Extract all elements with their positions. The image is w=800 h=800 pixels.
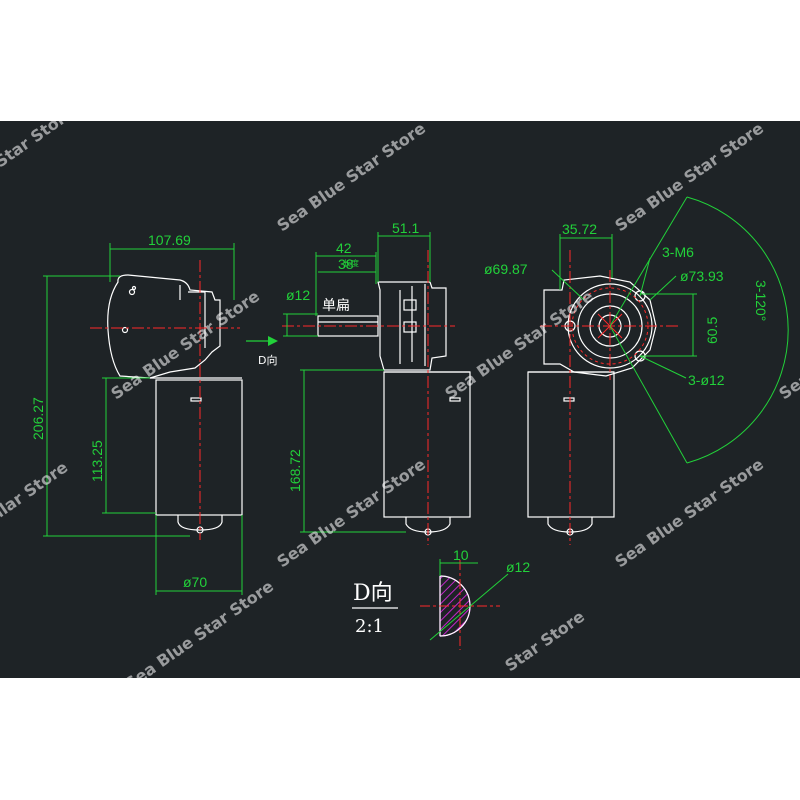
end-offset-label: 60.5 (704, 317, 720, 344)
side-gearbox (377, 281, 447, 371)
direction-arrow-head (268, 336, 278, 346)
drawing-background (0, 121, 800, 678)
front-motor-body (155, 379, 243, 516)
side-centerlines (282, 250, 455, 545)
end-angle-arc (609, 196, 789, 464)
direction-label: D向 (258, 353, 277, 367)
end-bolt-hole-1 (634, 290, 646, 302)
end-angle-label: 3-120° (753, 280, 769, 321)
front-dimension-labels: 107.69 206.27 113.25 ø70 (30, 232, 207, 590)
side-flat-label: 单扁 (322, 297, 350, 313)
end-dimension-labels: 35.72 ø69.87 3-M6 ø73.93 60.5 3-120° 3-ø… (484, 221, 769, 388)
leader-12 (639, 355, 687, 379)
detail-width-label: 10 (453, 547, 469, 563)
angle-ray-bottom (609, 325, 688, 464)
leader-6987 (551, 269, 585, 301)
technical-drawing: 107.69 206.27 113.25 ø70 (0, 121, 800, 678)
end-top-width-label: 35.72 (562, 221, 597, 237)
side-motor-label (449, 397, 461, 402)
detail-scale: 2:1 (355, 616, 384, 637)
side-width-51-label: 51.1 (392, 220, 419, 236)
end-bolt-label: 3-M6 (662, 244, 694, 260)
front-gearbox-outline (107, 274, 221, 379)
front-gearbox-inner (179, 285, 206, 348)
side-tab-1 (403, 299, 417, 311)
side-height-label: 168.72 (287, 449, 303, 492)
leader-7393 (649, 275, 677, 301)
front-centerlines (90, 260, 240, 540)
front-body-height-label: 113.25 (89, 440, 105, 482)
front-width-label: 107.69 (148, 232, 191, 248)
side-shaft-diameter-label: ø12 (286, 287, 310, 303)
end-outer-diameter-label: ø69.87 (484, 261, 528, 277)
side-length-sublabel: 长度 (343, 258, 359, 268)
side-length-42-label: 42 (336, 240, 352, 256)
front-diameter-label: ø70 (183, 574, 207, 590)
side-view (317, 281, 471, 536)
front-screw-2 (121, 326, 129, 334)
direction-arrow: D向 (246, 336, 278, 367)
front-screw-3 (131, 285, 137, 291)
front-screw-1 (128, 288, 136, 296)
side-tab-2 (403, 321, 417, 333)
leader-m6 (639, 257, 651, 297)
front-dimensions (43, 243, 243, 595)
side-length-38-label: 38 (338, 256, 354, 272)
detail-diameter-label: ø12 (506, 559, 530, 575)
detail-title: D向 (353, 581, 393, 606)
front-view (107, 274, 243, 534)
detail-leader (429, 573, 509, 641)
angle-arc (686, 196, 789, 464)
front-height-label: 206.27 (30, 397, 46, 440)
angle-ray-top (609, 196, 688, 327)
front-motor-label (190, 397, 202, 402)
end-pitch-diameter-label: ø73.93 (680, 268, 724, 284)
detail-view: 10 ø12 D向 2:1 (352, 547, 530, 650)
end-dimensions (551, 234, 697, 379)
end-hole-label: 3-ø12 (688, 372, 725, 388)
side-dimension-labels: 42 长度 38 51.1 ø12 168.72 (286, 220, 419, 492)
end-motor-label (563, 397, 575, 402)
side-dimensions (283, 232, 431, 533)
